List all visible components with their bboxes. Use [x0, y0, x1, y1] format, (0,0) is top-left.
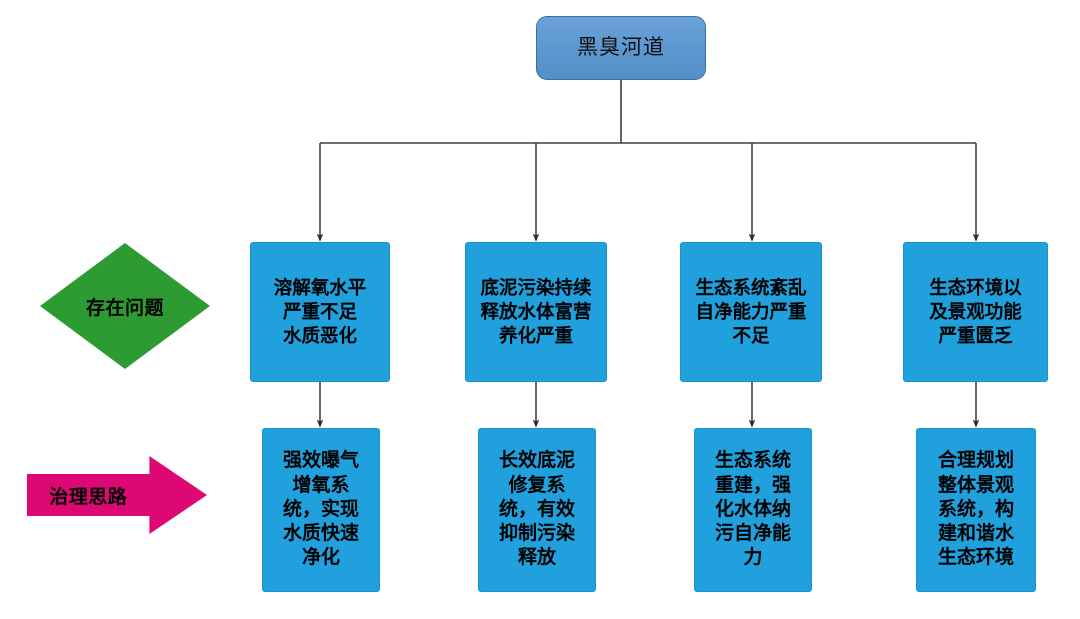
- row-label-problems[interactable]: 存在问题: [40, 243, 210, 369]
- node-solution-3[interactable]: 生态系统 重建，强 化水体纳 污自净能 力: [694, 428, 812, 592]
- node-solution-1[interactable]: 强效曝气 增氧系 统，实现 水质快速 净化: [262, 428, 380, 592]
- node-solution-3-label: 生态系统 重建，强 化水体纳 污自净能 力: [714, 450, 791, 569]
- node-problem-1-label: 溶解氧水平 严重不足 水质恶化: [273, 276, 367, 347]
- node-solution-4[interactable]: 合理规划 整体景观 系统，构 建和谐水 生态环境: [916, 428, 1036, 592]
- node-problem-1[interactable]: 溶解氧水平 严重不足 水质恶化: [250, 242, 390, 382]
- node-problem-2[interactable]: 底泥污染持续 释放水体富营 养化严重: [465, 242, 607, 382]
- node-solution-4-label: 合理规划 整体景观 系统，构 建和谐水 生态环境: [937, 450, 1014, 569]
- row-label-problems-text: 存在问题: [85, 297, 164, 319]
- node-root-black-odorous-river[interactable]: 黑臭河道: [536, 16, 706, 80]
- node-solution-2-label: 长效底泥 修复系 统，有效 抑制污染 释放: [498, 450, 575, 569]
- node-solution-1-label: 强效曝气 增氧系 统，实现 水质快速 净化: [282, 450, 359, 569]
- node-root-label: 黑臭河道: [577, 35, 665, 59]
- node-problem-4[interactable]: 生态环境以 及景观功能 严重匮乏: [903, 242, 1048, 382]
- row-label-solutions[interactable]: 治理思路: [27, 456, 207, 534]
- node-problem-3-label: 生态系统紊乱 自净能力严重 不足: [695, 276, 807, 347]
- node-problem-2-label: 底泥污染持续 释放水体富营 养化严重: [480, 276, 592, 347]
- node-problem-3[interactable]: 生态系统紊乱 自净能力严重 不足: [680, 242, 822, 382]
- node-solution-2[interactable]: 长效底泥 修复系 统，有效 抑制污染 释放: [478, 428, 596, 592]
- row-label-solutions-text: 治理思路: [49, 486, 128, 508]
- node-problem-4-label: 生态环境以 及景观功能 严重匮乏: [929, 276, 1022, 347]
